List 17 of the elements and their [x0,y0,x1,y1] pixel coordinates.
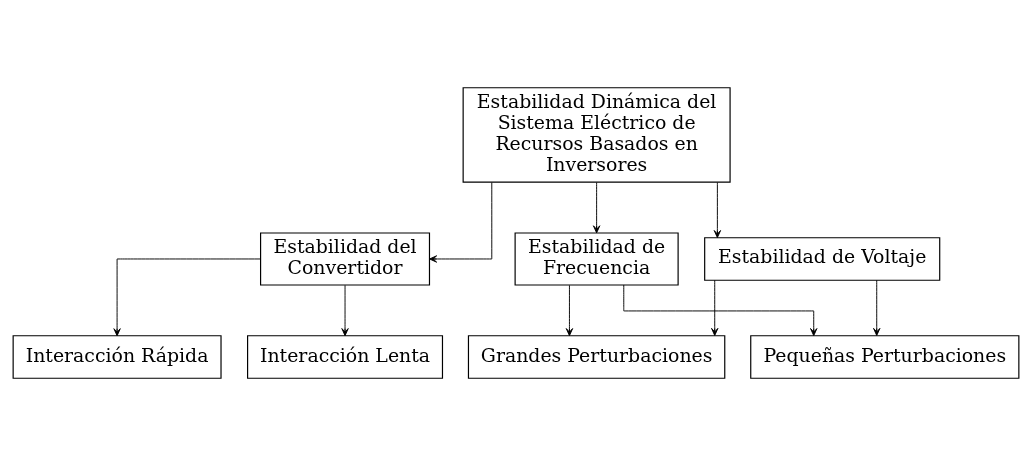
arrow [873,279,881,336]
node-box: Estabilidad de Voltaje [704,236,941,281]
node-box: Interacción Rápida [12,334,222,379]
arrow [592,181,601,233]
arrow [711,279,719,336]
arrow [113,258,261,336]
node-box: Grandes Perturbaciones [467,334,726,379]
arrow [565,284,574,336]
arrow [341,284,349,336]
node-box: Estabilidad del Convertidor [260,231,431,286]
node-box: Estabilidad Dinámica del Sistema Eléctrico de Recursos Basados en Inversores [462,86,731,183]
node-box: Estabilidad de Frecuencia [514,231,679,286]
arrow [623,284,818,336]
arrow [429,181,493,263]
node-box: Pequeñas Perturbaciones [750,334,1020,379]
node-box: Interacción Lenta [247,334,444,379]
arrow [713,181,722,238]
